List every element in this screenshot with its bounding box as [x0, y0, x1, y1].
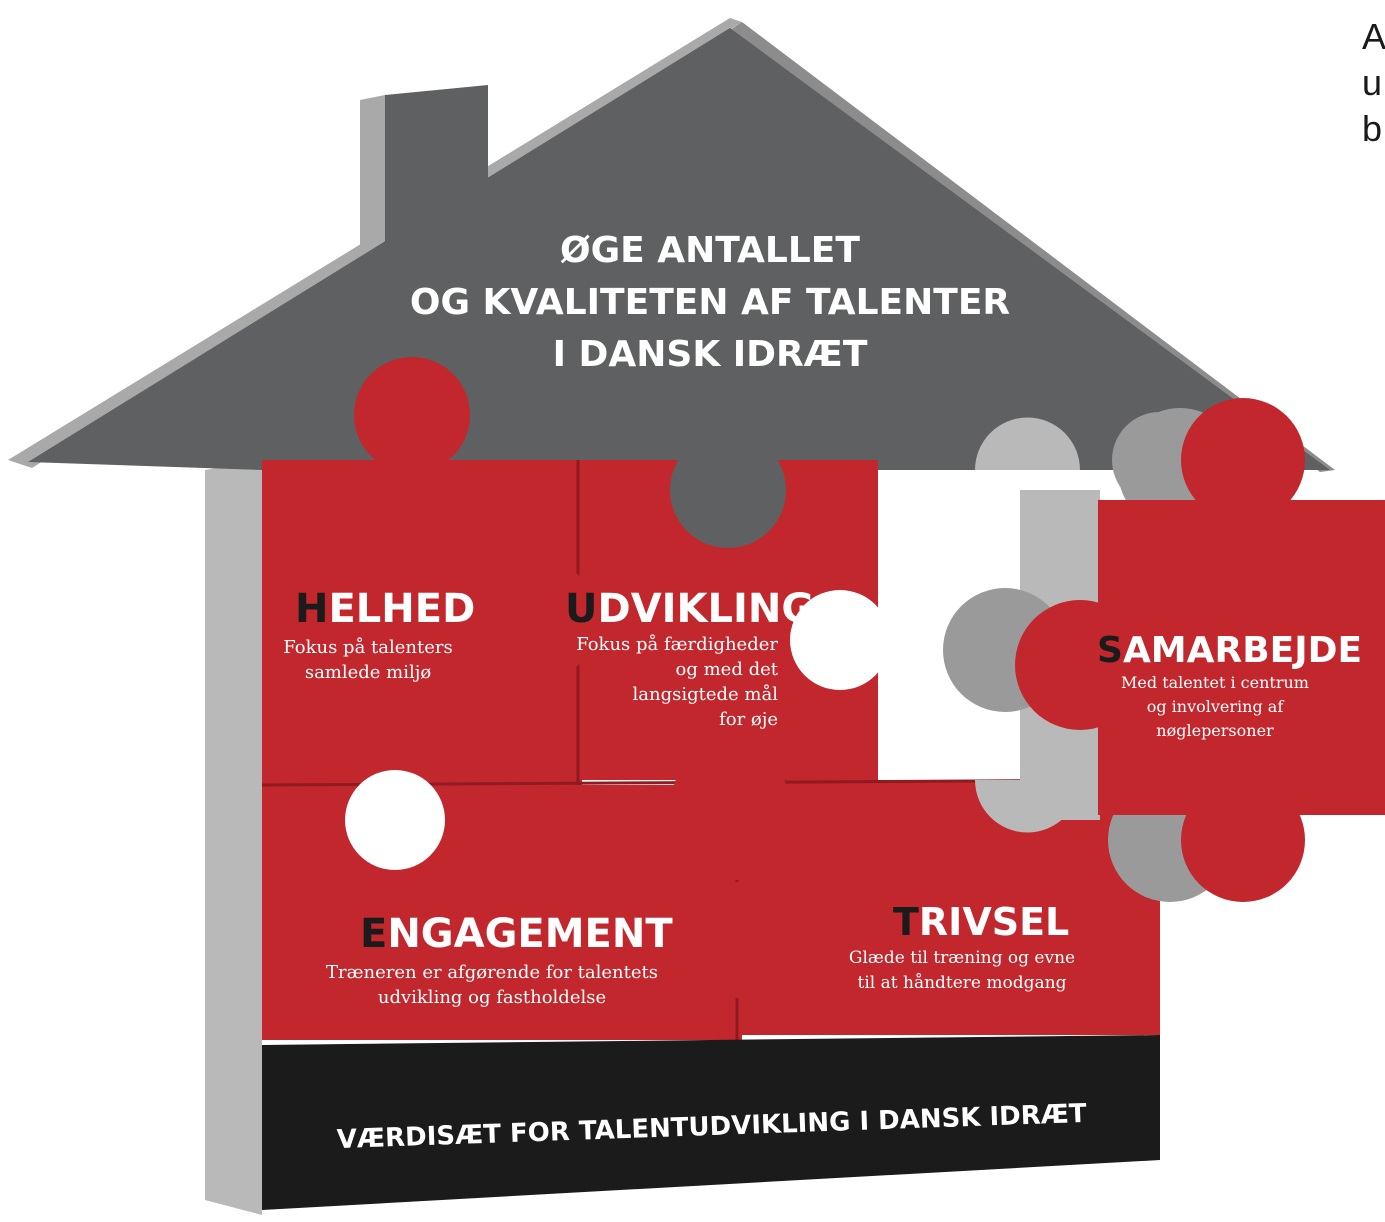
samarbejde-text-line-3: nøglepersoner: [1156, 721, 1274, 740]
engagement-heading: ENGAGEMENT: [360, 911, 673, 957]
samarbejde-heading-rest: AMARBEJDE: [1123, 630, 1362, 671]
udvikling-heading-rest: DVIKLING: [597, 586, 814, 632]
piece-samarbejde-knob-top: [1181, 398, 1305, 522]
knob-udvikling-right: [790, 590, 890, 690]
engagement-text-line-2: udvikling og fastholdelse: [378, 987, 606, 1008]
side-text-line-2: u: [1362, 62, 1383, 103]
house-left-wall: [205, 460, 262, 1215]
knob-udvikling-bottom: [672, 742, 788, 858]
knob-helhed-right: [484, 562, 600, 678]
udvikling-text-line-3: langsigtede mål: [633, 683, 779, 705]
udvikling-initial: U: [565, 586, 597, 632]
roof-title-line-1: ØGE ANTALLET: [560, 230, 860, 271]
samarbejde-text-line-1: Med talentet i centrum: [1121, 673, 1309, 692]
udvikling-text-line-4: for øje: [719, 709, 778, 730]
knob-udvikling-top: [670, 432, 786, 548]
trivsel-heading: TRIVSEL: [893, 900, 1069, 944]
engagement-text-line-1: Træneren er afgørende for talentets: [326, 962, 658, 983]
engagement-heading-rest: NGAGEMENT: [387, 911, 673, 957]
roof: [28, 28, 1330, 470]
udvikling-text-line-1: Fokus på færdigheder: [576, 633, 778, 655]
piece-samarbejde-knob-bottom: [1181, 778, 1305, 902]
side-text-line-1: A: [1362, 16, 1385, 57]
trivsel-initial: T: [893, 900, 919, 944]
helhed-text-line-2: samlede miljø: [305, 662, 432, 683]
piece-trivsel-bg: [735, 780, 1160, 1035]
base-band: [262, 1035, 1160, 1210]
piece-samarbejde-bg: [1098, 500, 1385, 815]
samarbejde-text-line-2: og involvering af: [1147, 697, 1285, 716]
helhed-text-line-1: Fokus på talenters: [283, 636, 452, 658]
udvikling-text-line-2: og med det: [676, 659, 779, 680]
knob-engagement-right: [682, 882, 798, 998]
side-text-fragment: A u b: [1362, 14, 1385, 152]
trivsel-heading-rest: RIVSEL: [919, 900, 1069, 944]
helhed-heading-rest: ELHED: [328, 586, 475, 632]
slot-knob-top: [975, 417, 1080, 470]
knob-helhed-top: [354, 357, 470, 473]
chimney-side: [360, 95, 385, 262]
knob-engagement-top: [345, 770, 445, 870]
trivsel-text-line-1: Glæde til træning og evne: [849, 948, 1075, 968]
piece-samarbejde-knob-left: [1015, 600, 1145, 730]
samarbejde-heading: SAMARBEJDE: [1097, 630, 1362, 671]
trivsel-text-line-2: til at håndtere modgang: [858, 973, 1067, 993]
roof-edge-right: [730, 22, 1335, 472]
piece-engagement-bg: [262, 785, 742, 1040]
engagement-initial: E: [360, 911, 387, 957]
helhed-heading: HELHED: [295, 586, 475, 632]
roof-title-line-2: OG KVALITETEN AF TALENTER: [410, 282, 1010, 323]
udvikling-heading: UDVIKLING: [565, 586, 814, 632]
roof-title-line-3: I DANSK IDRÆT: [553, 334, 868, 375]
helhed-initial: H: [295, 586, 328, 632]
side-text-line-3: b: [1362, 108, 1383, 149]
chimney: [385, 85, 488, 250]
samarbejde-initial: S: [1097, 630, 1123, 671]
